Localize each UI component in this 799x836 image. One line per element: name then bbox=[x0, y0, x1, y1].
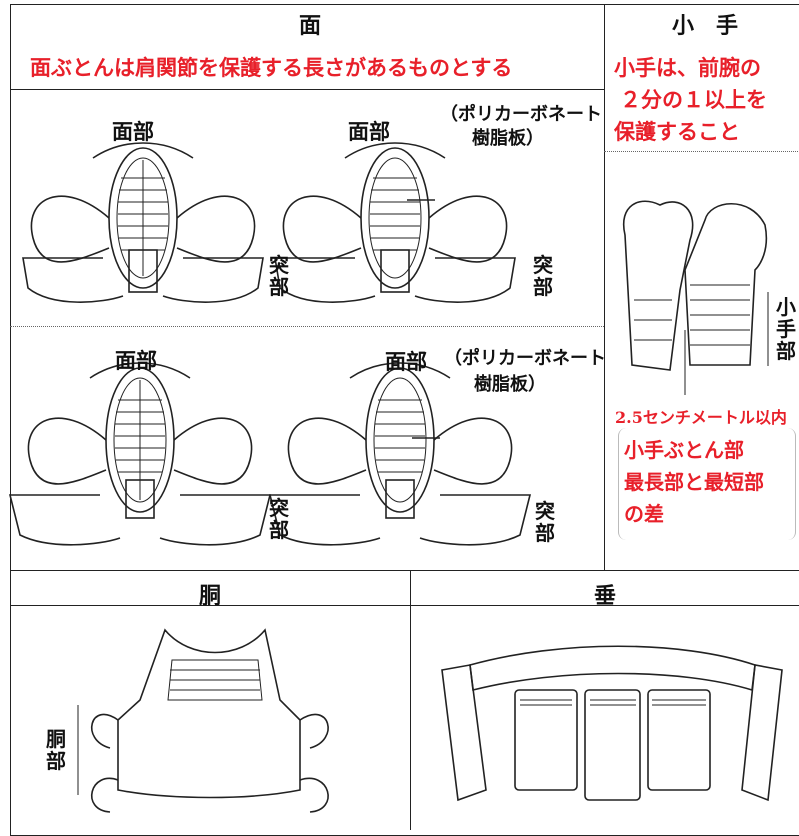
men-illustration-3 bbox=[8, 362, 272, 546]
men-menbu-label-1: 面部 bbox=[112, 119, 154, 144]
men-illustration-4 bbox=[268, 362, 532, 546]
tare-illustration bbox=[441, 645, 783, 802]
men-menbu-label-4: 面部 bbox=[385, 349, 427, 374]
do-dobu-label: 胴部 bbox=[46, 727, 66, 773]
kote-note-box bbox=[618, 428, 796, 540]
divider-kote-header bbox=[604, 151, 799, 152]
kote-note-line3: の差 bbox=[624, 502, 664, 526]
divider-men-header bbox=[10, 89, 604, 90]
kote-measure-label: 2.5センチメートル以内 bbox=[615, 408, 787, 427]
kote-rule-line2: ２分の１以上を bbox=[620, 87, 767, 112]
divider-bottom-section bbox=[10, 570, 799, 571]
men-menbu-label-3: 面部 bbox=[115, 348, 157, 373]
men-illustration-2 bbox=[274, 142, 516, 303]
kote-note-line2: 最長部と最短部 bbox=[624, 470, 764, 494]
men-rule-text: 面ぶとんは肩関節を保護する長さがあるものとする bbox=[30, 55, 513, 80]
do-illustration bbox=[77, 628, 329, 813]
do-title: 胴 bbox=[198, 583, 221, 609]
men-poly-label-2a: （ポリカーボネート bbox=[444, 348, 606, 369]
divider-men-rows bbox=[10, 326, 604, 327]
kote-kotebu-label: 小手部 bbox=[776, 295, 796, 363]
divider-bottom-header bbox=[10, 605, 799, 606]
kote-rule-line1: 小手は、前腕の bbox=[614, 55, 761, 80]
men-illustration-1 bbox=[22, 142, 264, 303]
men-poly-label-1b: 樹脂板） bbox=[472, 128, 544, 149]
divider-men-kote bbox=[604, 4, 605, 570]
divider-do-tare bbox=[410, 570, 411, 830]
kote-title: 小 手 bbox=[671, 13, 738, 39]
men-menbu-label-2: 面部 bbox=[348, 119, 390, 144]
men-tsukibu-label-2: 突部 bbox=[533, 253, 553, 299]
kote-note-line1: 小手ぶとん部 bbox=[624, 438, 744, 462]
kote-rule-line3: 保護すること bbox=[614, 119, 740, 144]
tare-title: 垂 bbox=[593, 583, 616, 609]
men-poly-label-2b: 樹脂板） bbox=[474, 374, 546, 395]
kote-illustration bbox=[622, 200, 769, 395]
men-tsukibu-label-4: 突部 bbox=[535, 499, 555, 545]
men-title: 面 bbox=[298, 13, 321, 39]
men-poly-label-1a: （ポリカーボネート bbox=[440, 104, 602, 125]
men-tsukibu-label-1: 突部 bbox=[269, 253, 289, 299]
men-tsukibu-label-3: 突部 bbox=[269, 496, 289, 542]
